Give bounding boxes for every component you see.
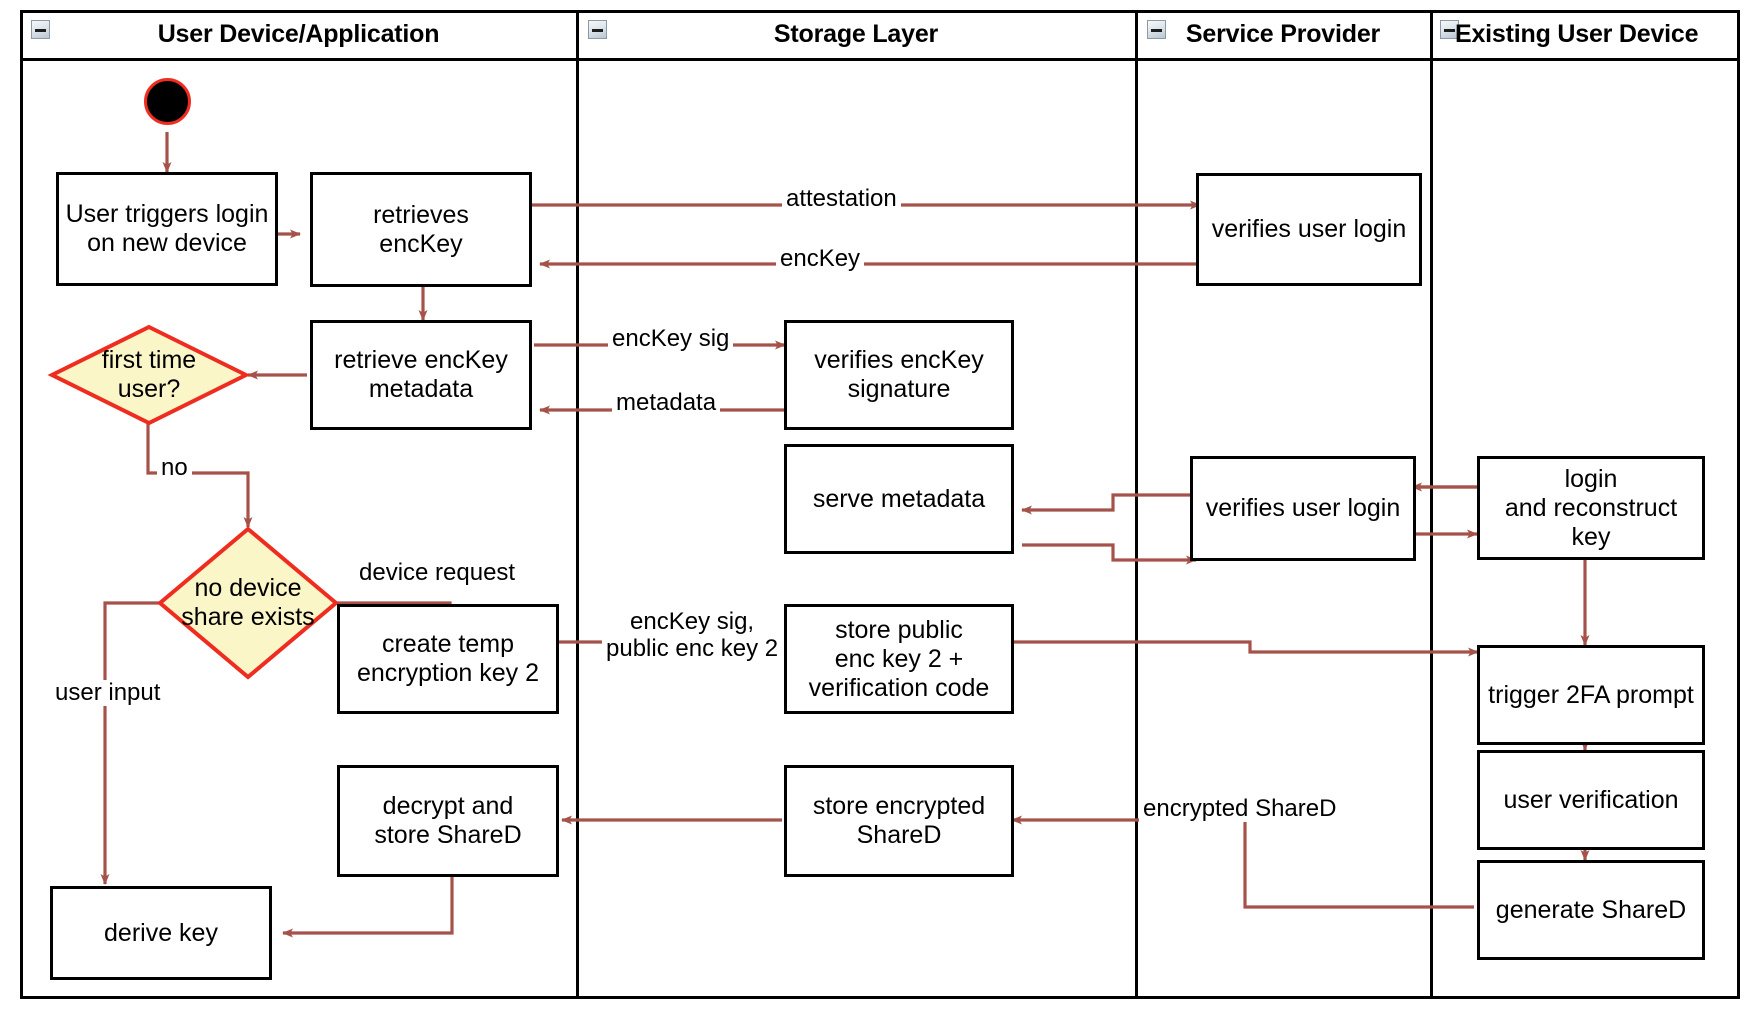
lane-header-user-device: User Device/Application	[157, 19, 440, 48]
node-generate-shared[interactable]: generate ShareD	[1477, 860, 1705, 960]
node-serve-metadata[interactable]: serve metadata	[784, 444, 1014, 554]
edge-label-attestation: attestation	[782, 185, 901, 213]
node-label: derive key	[104, 918, 218, 947]
edge-label-device-request: device request	[355, 559, 520, 587]
node-label: verifies user login	[1205, 494, 1401, 522]
lane-header-storage: Storage Layer	[773, 19, 939, 48]
node-label: trigger 2FA prompt	[1488, 680, 1694, 709]
node-label: serve metadata	[812, 484, 986, 513]
node-verifies-user-login-mid[interactable]: verifies user login	[1190, 456, 1416, 561]
edge-label-enckey-sig-public-enc-key-2: encKey sig,public enc key 2	[602, 608, 783, 663]
node-derive-key[interactable]: derive key	[50, 886, 272, 980]
lane-divider-3	[1430, 10, 1433, 999]
node-trigger-2fa-prompt[interactable]: trigger 2FA prompt	[1477, 645, 1705, 745]
start-node	[144, 78, 191, 125]
collapse-minus-icon-lane-storage[interactable]	[588, 20, 607, 39]
node-label: generate ShareD	[1495, 895, 1687, 924]
edge-label-encrypted-shared: encrypted ShareD	[1139, 795, 1341, 823]
diagram-frame	[20, 10, 1740, 999]
lane-divider-1	[576, 10, 579, 999]
collapse-minus-icon-lane-existing[interactable]	[1440, 20, 1459, 39]
node-label: user verification	[1503, 785, 1679, 814]
header-divider	[20, 58, 1740, 61]
collapse-minus-icon-lane-user-device[interactable]	[31, 20, 50, 39]
collapse-minus-icon-lane-service[interactable]	[1147, 20, 1166, 39]
lane-header-service: Service Provider	[1185, 19, 1381, 48]
lane-divider-2	[1135, 10, 1138, 999]
lane-header-existing: Existing User Device	[1455, 19, 1699, 48]
edge-label-metadata: metadata	[612, 389, 721, 417]
node-label: verifies user login	[1211, 215, 1407, 243]
edge-label-user-input: user input	[51, 679, 165, 707]
edge-label-enckey: encKey	[776, 245, 865, 273]
edge-label-enckey-sig: encKey sig	[608, 325, 734, 353]
edge-label-no: no	[157, 454, 192, 482]
node-verifies-user-login-top[interactable]: verifies user login	[1196, 173, 1422, 286]
node-user-verification[interactable]: user verification	[1477, 750, 1705, 850]
